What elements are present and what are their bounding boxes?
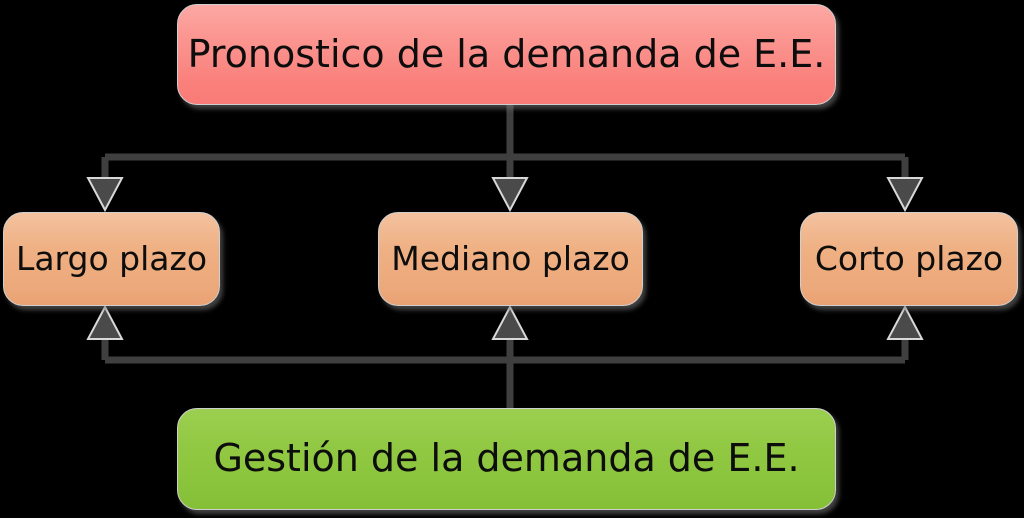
bottom-connector-group bbox=[86, 304, 924, 408]
node-largo-plazo-label: Largo plazo bbox=[15, 238, 208, 278]
node-mediano-plazo[interactable]: Mediano plazo bbox=[378, 212, 643, 306]
arrow-up-largo-plazo bbox=[86, 304, 124, 340]
arrow-down-corto-plazo bbox=[886, 177, 924, 213]
arrow-up-mediano-plazo bbox=[491, 304, 529, 340]
top-connector-group bbox=[86, 104, 924, 213]
node-mediano-plazo-label: Mediano plazo bbox=[391, 238, 630, 278]
node-corto-plazo[interactable]: Corto plazo bbox=[800, 212, 1018, 306]
node-gestion-demanda[interactable]: Gestión de la demanda de E.E. bbox=[177, 408, 836, 510]
arrow-down-mediano-plazo bbox=[491, 177, 529, 213]
arrow-up-corto-plazo bbox=[886, 304, 924, 340]
arrow-down-largo-plazo bbox=[86, 177, 124, 213]
node-pronostico-demanda[interactable]: Pronostico de la demanda de E.E. bbox=[177, 4, 836, 105]
node-corto-plazo-label: Corto plazo bbox=[814, 238, 1004, 278]
node-gestion-demanda-label: Gestión de la demanda de E.E. bbox=[213, 436, 800, 481]
node-pronostico-demanda-label: Pronostico de la demanda de E.E. bbox=[187, 31, 826, 76]
node-largo-plazo[interactable]: Largo plazo bbox=[3, 212, 220, 306]
